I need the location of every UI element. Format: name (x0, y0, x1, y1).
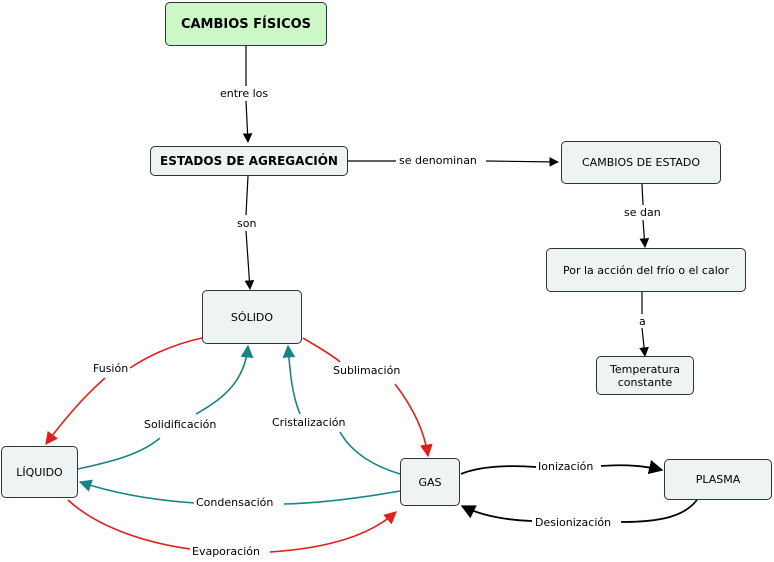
node-estados-de-agregacion[interactable]: ESTADOS DE AGREGACIÓN (150, 146, 348, 176)
link-label-condensacion: Condensación (194, 496, 276, 509)
link-label-desionizacion: Desionización (533, 516, 614, 529)
node-accion-frio-calor[interactable]: Por la acción del frío o el calor (546, 248, 746, 292)
link-label-son: son (235, 217, 259, 230)
node-temperatura-constante[interactable]: Temperatura constante (596, 356, 694, 395)
link-label-ionizacion: Ionización (536, 460, 596, 473)
node-liquido[interactable]: LÍQUIDO (1, 446, 78, 498)
link-label-cristalizacion: Cristalización (270, 416, 348, 429)
node-solido[interactable]: SÓLIDO (202, 290, 302, 344)
connector-condensacion (80, 482, 401, 505)
connector-cristalizacion (288, 346, 401, 475)
link-label-entre-los: entre los (218, 87, 271, 100)
node-cambios-de-estado[interactable]: CAMBIOS DE ESTADO (561, 141, 721, 184)
node-cambios-fisicos[interactable]: CAMBIOS FÍSICOS (165, 2, 327, 46)
connector-estados-cambios-estado (348, 161, 558, 162)
link-label-solidificacion: Solidificación (142, 418, 219, 431)
node-plasma[interactable]: PLASMA (664, 459, 772, 500)
link-label-evaporacion: Evaporación (190, 545, 262, 558)
connector-evaporacion (67, 500, 396, 553)
connector-fusion (46, 337, 203, 444)
link-label-fusion: Fusión (91, 362, 131, 375)
connector-solidificacion (77, 346, 248, 470)
link-label-sublimacion: Sublimación (331, 364, 403, 377)
link-label-se-dan: se dan (622, 206, 663, 219)
node-gas[interactable]: GAS (400, 458, 460, 506)
connector-ionizacion (460, 465, 662, 474)
link-label-se-denominan: se denominan (397, 154, 479, 167)
connector-cambios-fisicos-estados (246, 46, 248, 142)
link-label-a: a (637, 315, 648, 328)
connector-cambios-estado-accion (642, 183, 645, 247)
connector-desionizacion (462, 500, 698, 523)
connector-accion-temperatura (642, 292, 645, 356)
connector-sublimacion (302, 337, 428, 456)
connector-estados-solido (246, 175, 250, 289)
